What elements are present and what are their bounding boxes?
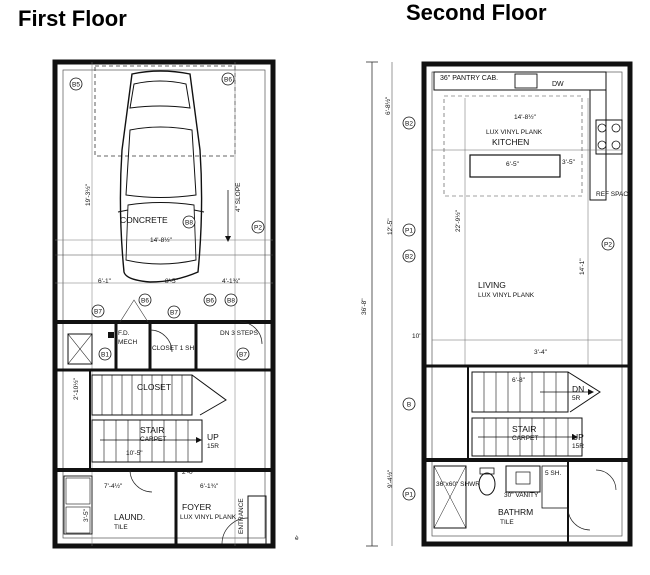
svg-text:B7: B7 <box>239 352 247 359</box>
svg-text:7'-4½": 7'-4½" <box>104 482 123 490</box>
svg-text:10'-5": 10'-5" <box>126 450 143 457</box>
bath-floor-label: TILE <box>500 519 514 526</box>
svg-text:B7: B7 <box>170 310 178 317</box>
kitchen-floor-label: LUX VINYL PLANK <box>486 129 543 136</box>
svg-text:B6: B6 <box>141 298 149 305</box>
svg-text:B1: B1 <box>101 352 109 359</box>
svg-text:19'-3½": 19'-3½" <box>84 183 92 206</box>
first-floor-plan: B5 B6 B8 B6 B6 B8 B7 B7 B7 B1 P2 CONCRET… <box>52 59 299 549</box>
svg-text:B8: B8 <box>227 298 235 305</box>
svg-text:6'-5": 6'-5" <box>506 161 520 168</box>
up-count-first: 15R <box>207 443 219 450</box>
svg-text:22'-9½": 22'-9½" <box>454 209 462 232</box>
ref-space-label: REF SPACE <box>596 191 633 198</box>
up-count-second: 15R <box>572 443 584 450</box>
concrete-label: CONCRETE <box>120 215 168 225</box>
svg-text:36'-8": 36'-8" <box>361 298 368 315</box>
svg-text:B: B <box>407 402 411 409</box>
dn-steps-label: DN 3 STEPS <box>220 330 259 337</box>
svg-text:6'-1¾": 6'-1¾" <box>200 483 219 490</box>
svg-text:6'-1": 6'-1" <box>98 278 112 285</box>
foyer-label: FOYER <box>182 502 211 512</box>
carpet-label-second: CARPET <box>512 435 538 442</box>
svg-text:P2: P2 <box>254 225 262 232</box>
svg-text:10': 10' <box>412 333 420 340</box>
living-floor-label: LUX VINYL PLANK <box>478 292 535 299</box>
stray-mark: è <box>295 535 299 542</box>
stair-label-first: STAIR <box>140 425 164 435</box>
laundry-label: LAUND. <box>114 512 145 522</box>
svg-text:2'-10½": 2'-10½" <box>72 377 80 400</box>
second-floor-title: Second Floor <box>406 0 547 25</box>
living-label: LIVING <box>478 280 506 290</box>
stair-label-second: STAIR <box>512 424 536 434</box>
shelves-label: 5 SH. <box>545 470 561 477</box>
svg-text:9'-4½": 9'-4½" <box>386 469 394 488</box>
svg-text:6'-8": 6'-8" <box>512 377 526 384</box>
svg-text:P1: P1 <box>405 492 413 499</box>
closet-upper-label: CLOSET 1 SH <box>152 345 194 352</box>
svg-text:3'-4": 3'-4" <box>534 349 548 356</box>
closet-lower-label: CLOSET <box>137 382 171 392</box>
svg-text:B8: B8 <box>185 220 193 227</box>
svg-text:B7: B7 <box>94 309 102 316</box>
kitchen-label: KITCHEN <box>492 137 529 147</box>
svg-text:B2: B2 <box>405 254 413 261</box>
svg-text:B2: B2 <box>405 121 413 128</box>
svg-text:6'-8½": 6'-8½" <box>384 96 392 115</box>
vanity-label: 30" VANITY <box>504 492 539 499</box>
svg-text:P1: P1 <box>405 228 413 235</box>
first-floor-outer-wall <box>52 59 276 549</box>
svg-text:B5: B5 <box>72 82 80 89</box>
laundry-floor-label: TILE <box>114 524 128 531</box>
svg-text:3'-5": 3'-5" <box>562 159 576 166</box>
first-floor-stair <box>91 374 227 463</box>
first-floor-title: First Floor <box>18 6 127 31</box>
second-floor-stair <box>471 371 601 457</box>
car-icon <box>117 70 205 283</box>
dn-count-second: 5R <box>572 395 581 402</box>
garage-door-outline <box>94 65 236 157</box>
shower-label: 36"x60" SHWR <box>436 481 480 488</box>
svg-text:P2: P2 <box>604 242 612 249</box>
svg-text:8'-5": 8'-5" <box>165 278 179 285</box>
second-floor-outer-wall <box>421 61 633 547</box>
svg-text:3'-5": 3'-5" <box>83 508 90 522</box>
carpet-label-first: CARPET <box>140 436 166 443</box>
svg-text:14'-1": 14'-1" <box>579 258 586 275</box>
up-label-first: UP <box>207 432 219 442</box>
toilet <box>478 472 496 496</box>
svg-text:4'-1¾": 4'-1¾" <box>222 278 241 285</box>
shower <box>433 465 467 529</box>
bathroom-label: BATHRM <box>498 507 533 517</box>
up-label-second: UP <box>572 432 584 442</box>
pantry-label: 36" PANTRY CAB. <box>440 75 498 82</box>
svg-text:2'-0": 2'-0" <box>182 469 196 476</box>
second-floor-plan: 36'-8" <box>361 61 633 547</box>
entrance-label: ENTRANCE <box>238 498 245 534</box>
svg-text:12'-5": 12'-5" <box>387 218 394 235</box>
vanity <box>505 465 541 493</box>
svg-text:B6: B6 <box>224 77 232 84</box>
kitchen-island <box>469 154 561 178</box>
svg-text:14'-8½": 14'-8½" <box>150 236 173 244</box>
fd-label: F.D. <box>118 330 130 337</box>
dw-label: DW <box>552 81 564 88</box>
svg-text:B6: B6 <box>206 298 214 305</box>
mech-label: MECH <box>118 339 137 346</box>
dn-label-second: DN <box>572 384 584 394</box>
slope-label: 4" SLOPE <box>235 182 242 212</box>
svg-text:14'-8½": 14'-8½" <box>514 113 537 121</box>
foyer-floor-label: LUX VINYL PLANK <box>180 514 237 521</box>
